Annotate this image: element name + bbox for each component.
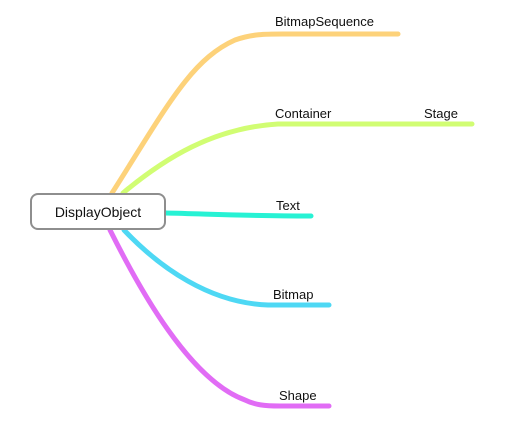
node-label-shape[interactable]: Shape <box>279 388 317 403</box>
branch-line-container <box>120 121 475 196</box>
node-label-stage[interactable]: Stage <box>424 106 458 121</box>
node-label-bitmap[interactable]: Bitmap <box>273 287 314 302</box>
branch-line-shape <box>107 227 332 409</box>
root-node-displayobject[interactable]: DisplayObject <box>30 193 166 230</box>
branch-line-bitmapsequence <box>109 31 401 196</box>
node-label-container[interactable]: Container <box>275 106 332 121</box>
node-label-text[interactable]: Text <box>276 198 300 213</box>
branch-line-bitmap <box>121 227 332 308</box>
node-label-bitmapsequence[interactable]: BitmapSequence <box>275 14 375 29</box>
branch-line-text <box>163 210 314 219</box>
